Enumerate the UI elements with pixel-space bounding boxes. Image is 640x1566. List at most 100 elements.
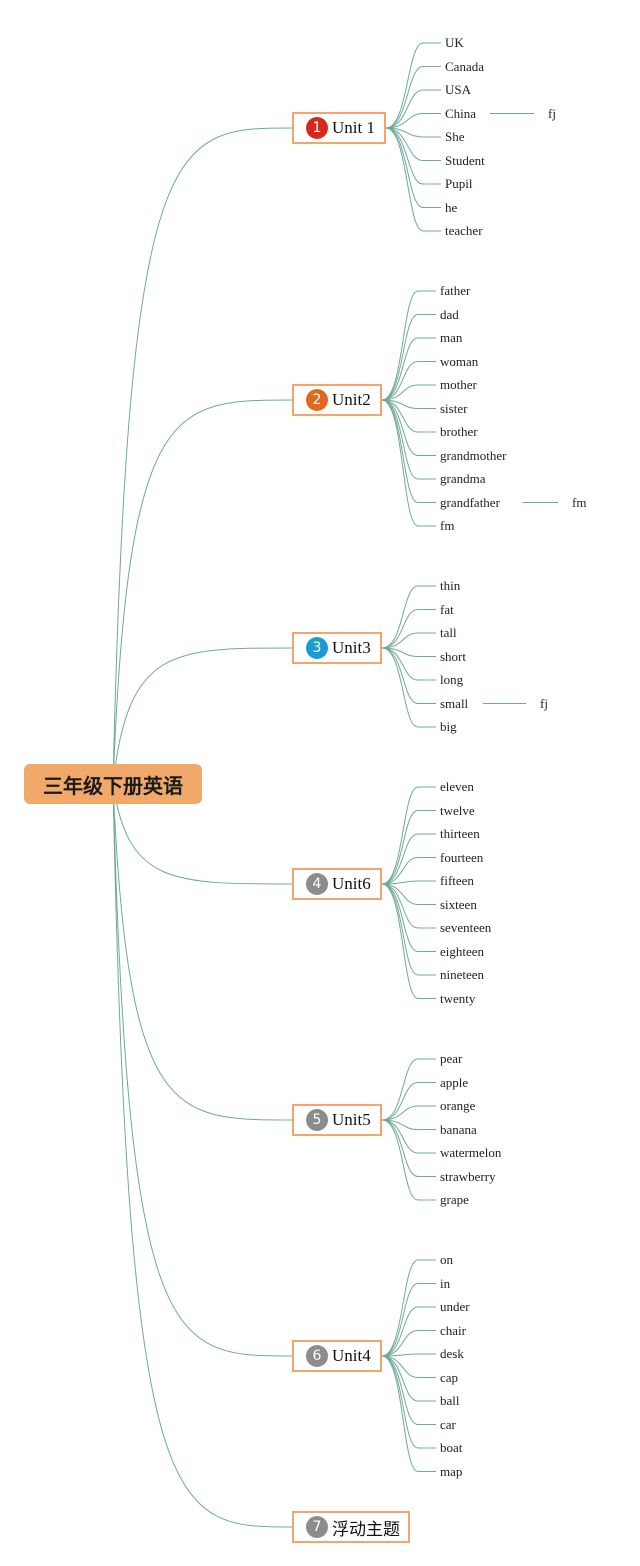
subtopic-item[interactable]: grandfather	[440, 494, 500, 510]
subtopic-item[interactable]: in	[440, 1275, 451, 1291]
subtopic-item[interactable]: sixteen	[440, 896, 477, 912]
subtopic-item[interactable]: dad	[440, 306, 459, 322]
leaf-link-3-2	[381, 632, 436, 649]
leaf-link-6-0	[381, 1259, 436, 1357]
subtopic-item[interactable]: under	[440, 1299, 470, 1314]
unit-label: 浮动主题	[332, 1519, 400, 1539]
leaf-link-1-0	[385, 42, 441, 129]
subtopic-item[interactable]: sister	[440, 400, 468, 416]
subtopic-item[interactable]: mother	[440, 377, 477, 392]
subtopic-item[interactable]: desk	[440, 1346, 464, 1361]
unit-label: Unit3	[332, 638, 371, 657]
leaf-link-1-7	[385, 127, 441, 208]
subtopic-item[interactable]: strawberry	[440, 1168, 496, 1184]
subtopic-item[interactable]: Student	[445, 152, 485, 168]
subtopic-item[interactable]: father	[440, 283, 471, 298]
subtopic-item[interactable]: cap	[440, 1369, 459, 1385]
subtopic-item[interactable]: eleven	[440, 779, 474, 794]
leaf-link-4-2	[381, 833, 436, 885]
leaf-link-2-9	[381, 399, 436, 503]
subtopic-item[interactable]: Pupil	[445, 176, 473, 191]
subtopic-item[interactable]: nineteen	[440, 967, 485, 982]
subtopic-item[interactable]: man	[440, 330, 463, 345]
subtopic-item[interactable]: USA	[445, 82, 472, 97]
leaf-link-5-3	[381, 1119, 436, 1130]
root-link-1	[112, 127, 293, 785]
leaf-link-1-6	[385, 127, 441, 185]
subtopic-item[interactable]: thin	[440, 578, 461, 593]
leaf-link-5-0	[381, 1058, 436, 1121]
subtopic-item[interactable]: teacher	[445, 223, 483, 238]
unit-label: Unit 1	[332, 118, 375, 137]
subtopic-item[interactable]: She	[445, 129, 465, 144]
root-link-3	[112, 647, 293, 785]
subtopic-item[interactable]: brother	[440, 424, 478, 439]
subtopic-item[interactable]: seventeen	[440, 920, 492, 935]
subtopic-item[interactable]: boat	[440, 1440, 463, 1455]
leaf-link-6-6	[381, 1355, 436, 1402]
subtopic-item[interactable]: tall	[440, 625, 457, 640]
subtopic-item[interactable]: woman	[440, 353, 479, 369]
subtopic-item[interactable]: long	[440, 672, 464, 687]
sub-subtopic-item[interactable]: fj	[540, 695, 548, 711]
leaf-link-1-4	[385, 127, 441, 138]
leaf-link-4-1	[381, 810, 436, 885]
subtopic-item[interactable]: pear	[440, 1051, 463, 1066]
subtopic-item[interactable]: grandma	[440, 471, 486, 486]
subtopic-item[interactable]: car	[440, 1416, 456, 1432]
subtopic-item[interactable]: grape	[440, 1192, 469, 1207]
leaf-link-2-10	[381, 399, 436, 527]
sub-subtopic-item[interactable]: fj	[548, 105, 556, 121]
leaf-link-2-7	[381, 399, 436, 456]
subtopic-item[interactable]: fifteen	[440, 873, 474, 888]
sub-subtopic-item[interactable]: fm	[572, 494, 587, 510]
unit-number-badge: 7	[306, 1516, 328, 1538]
subtopic-item[interactable]: fourteen	[440, 849, 484, 865]
subtopic-item[interactable]: apple	[440, 1074, 469, 1090]
subtopic-item[interactable]: fm	[440, 518, 455, 533]
unit-number-badge: 3	[306, 637, 328, 659]
subtopic-item[interactable]: twelve	[440, 802, 475, 818]
subtopic-item[interactable]: map	[440, 1463, 463, 1479]
root-link-2	[112, 399, 293, 785]
leaf-link-1-8	[385, 127, 441, 232]
subtopic-item[interactable]: UK	[445, 35, 464, 50]
subtopic-item[interactable]: grandmother	[440, 447, 507, 463]
subtopic-item[interactable]: China	[445, 105, 477, 121]
root-link-4	[112, 783, 293, 885]
subtopic-item[interactable]: he	[445, 199, 458, 215]
subtopic-item[interactable]: eighteen	[440, 943, 485, 959]
subtopic-item[interactable]: short	[440, 648, 466, 664]
subtopic-item[interactable]: orange	[440, 1098, 476, 1113]
unit-label: Unit6	[332, 874, 371, 893]
leaf-link-4-8	[381, 883, 436, 976]
root-topic-label: 三年级下册英语	[43, 773, 183, 798]
root-topic[interactable]: 三年级下册英语	[24, 764, 202, 804]
leaf-link-5-1	[381, 1082, 436, 1121]
leaf-link-2-8	[381, 399, 436, 480]
subtopic-item[interactable]: ball	[440, 1393, 460, 1408]
subtopic-item[interactable]: banana	[440, 1121, 477, 1137]
leaf-link-2-6	[381, 399, 436, 433]
subtopic-item[interactable]: big	[440, 719, 457, 734]
subtopic-item[interactable]: watermelon	[440, 1145, 502, 1160]
leaf-link-6-8	[381, 1355, 436, 1449]
subtopic-item[interactable]: fat	[440, 601, 454, 617]
subtopic-item[interactable]: Canada	[445, 58, 484, 74]
leaf-link-6-7	[381, 1355, 436, 1425]
leaf-link-4-3	[381, 857, 436, 885]
subtopic-item[interactable]: on	[440, 1252, 453, 1267]
subtopic-item[interactable]: twenty	[440, 990, 476, 1006]
unit-number-badge: 6	[306, 1345, 328, 1367]
subtopic-item[interactable]: small	[440, 695, 469, 711]
subtopic-item[interactable]: chair	[440, 1322, 466, 1338]
subtopic-item[interactable]: thirteen	[440, 826, 480, 841]
unit-number-badge: 2	[306, 389, 328, 411]
